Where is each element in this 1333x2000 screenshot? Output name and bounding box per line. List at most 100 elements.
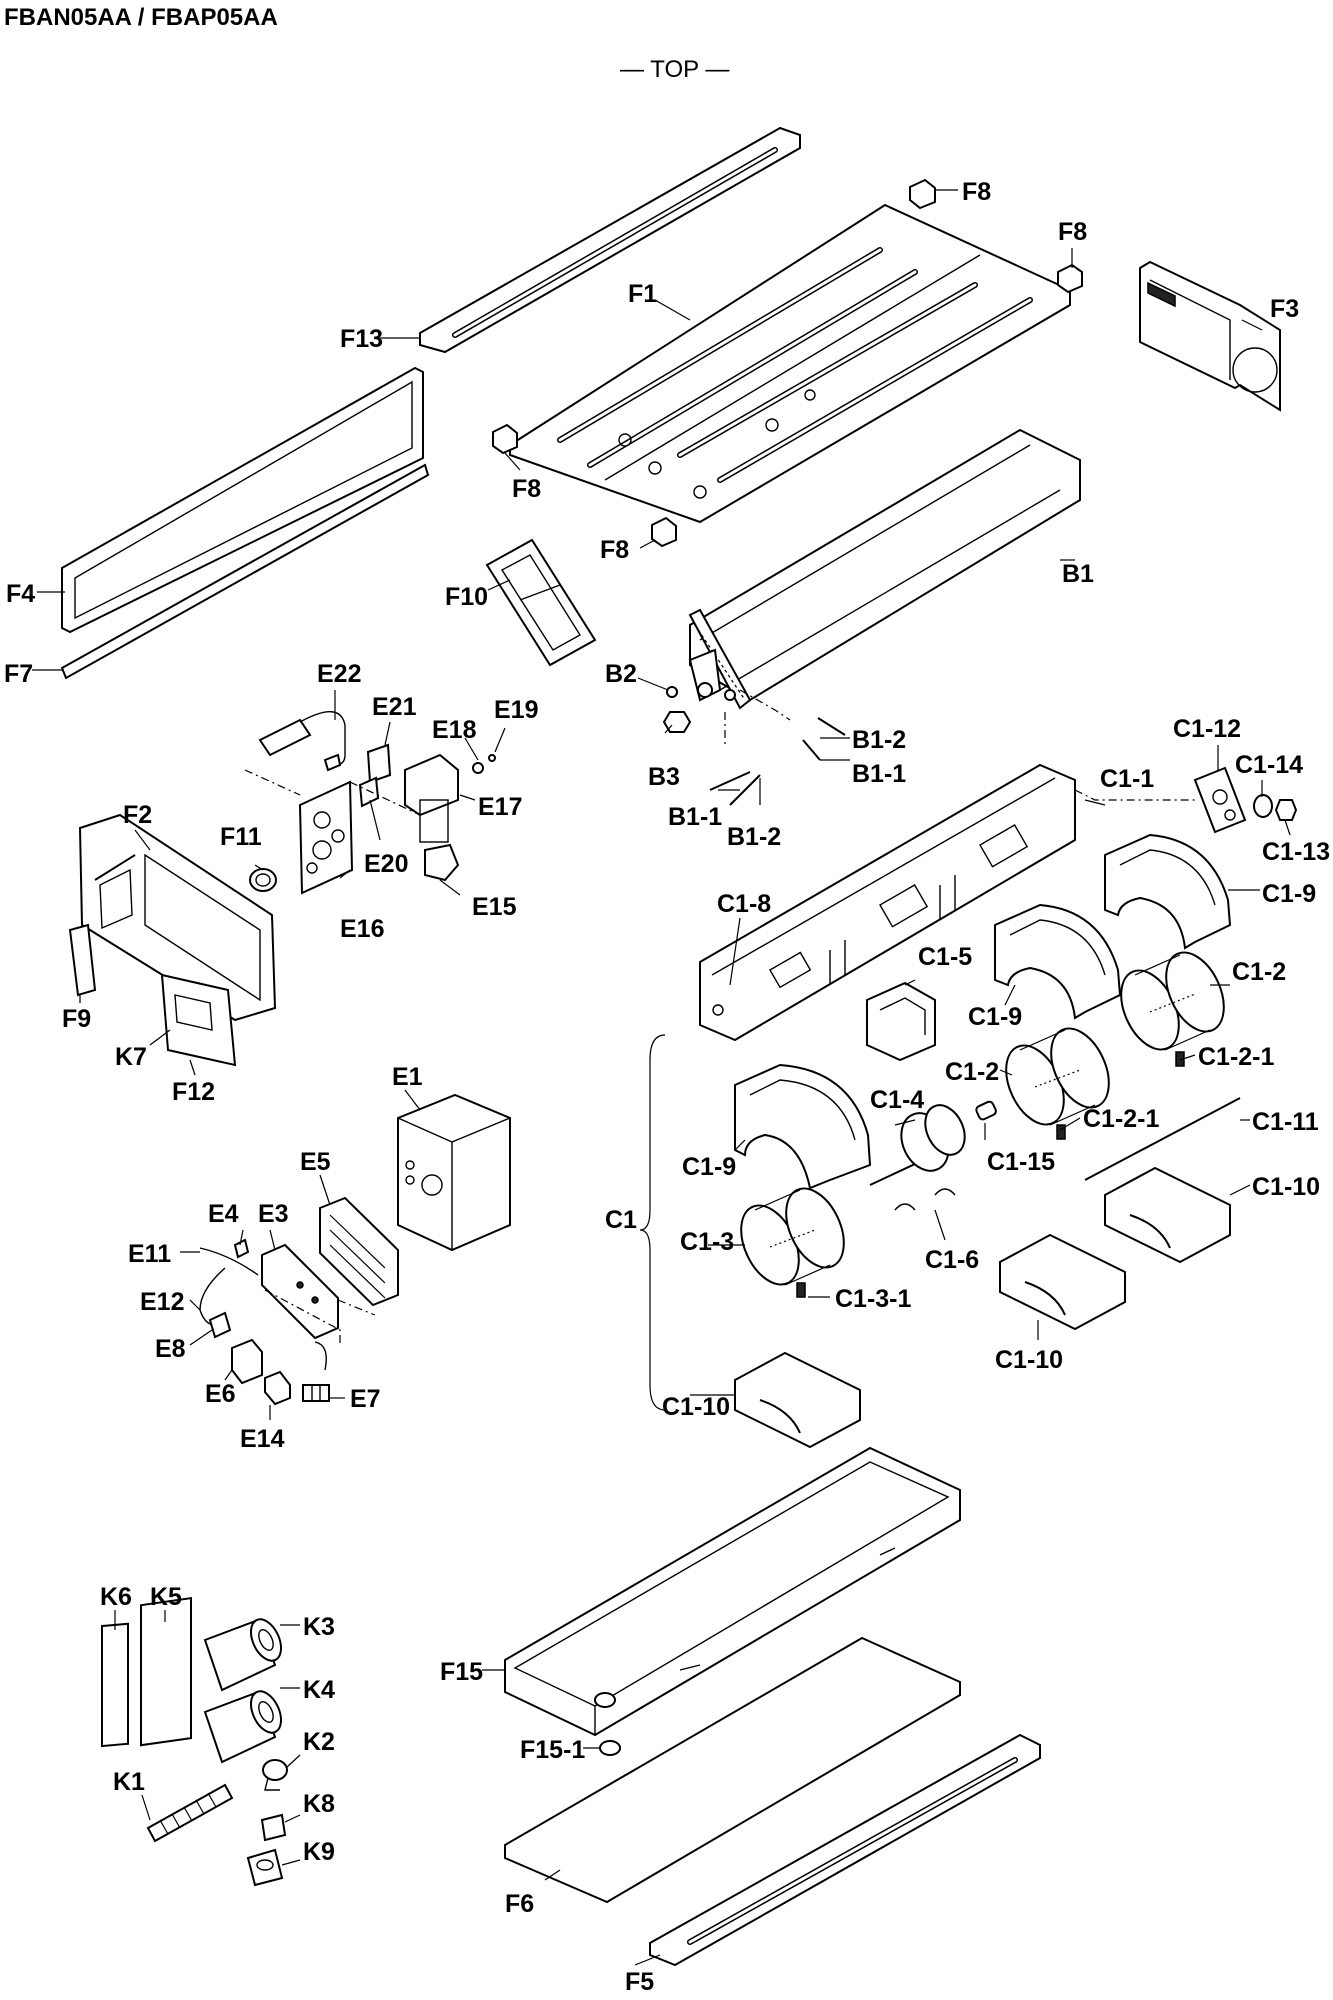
part-c1-6-clips — [894, 1188, 956, 1211]
view-label: — TOP — — [620, 56, 730, 83]
callout-f13: F13 — [340, 325, 383, 353]
part-c1-5-motor-bracket — [866, 981, 936, 1062]
callout-e20: E20 — [364, 850, 408, 878]
part-e16-plate — [298, 780, 354, 895]
callout-c1-9: C1-9 — [682, 1153, 736, 1181]
part-f9-plate — [68, 923, 97, 997]
part-e14-relay — [264, 1370, 291, 1406]
part-f7-strip — [60, 463, 430, 680]
part-f15-1-grommet — [599, 1740, 621, 1756]
callout-e4: E4 — [208, 1200, 239, 1228]
callout-b1-2: B1-2 — [852, 726, 906, 754]
callout-c1-1: C1-1 — [1100, 765, 1154, 793]
callout-c1-3: C1-3 — [680, 1228, 734, 1256]
part-c1-10-bracket-lower — [734, 1351, 861, 1449]
part-b1-sensors — [709, 689, 846, 806]
part-f2-side-frame — [78, 813, 277, 1022]
callout-f4: F4 — [6, 580, 35, 608]
callout-f3: F3 — [1270, 295, 1299, 323]
callout-f15-1: F15-1 — [520, 1736, 585, 1764]
callout-k7: K7 — [115, 1043, 147, 1071]
part-k6-pad — [101, 1622, 129, 1748]
callout-c1-4: C1-4 — [870, 1086, 924, 1114]
callout-e7: E7 — [350, 1385, 381, 1413]
part-e7-terminal-block — [302, 1341, 330, 1402]
callout-c1: C1 — [605, 1206, 637, 1234]
part-e8-connector — [208, 1311, 232, 1339]
callout-e17: E17 — [478, 793, 522, 821]
callout-b2: B2 — [605, 660, 637, 688]
part-f8-bracket — [492, 178, 1083, 548]
part-e22-pipe — [258, 711, 346, 772]
part-c1-10-bracket-upper — [1104, 1166, 1231, 1264]
callout-f12: F12 — [172, 1078, 215, 1106]
part-c1-11-shaft — [1084, 1097, 1241, 1181]
part-c1-9-scroll-upper — [1104, 833, 1232, 950]
part-f11-grommet — [249, 868, 277, 892]
callout-c1-3-1: C1-3-1 — [835, 1285, 912, 1313]
part-k4-tube — [203, 1690, 283, 1764]
callout-c1-14: C1-14 — [1235, 751, 1303, 779]
callout-e5: E5 — [300, 1148, 331, 1176]
callout-e18: E18 — [432, 716, 477, 744]
callout-c1-10: C1-10 — [1252, 1173, 1320, 1201]
callout-c1-6: C1-6 — [925, 1246, 979, 1274]
part-f12-plate — [160, 973, 237, 1067]
callout-e16: E16 — [340, 915, 384, 943]
callout-f9: F9 — [62, 1005, 91, 1033]
callout-c1-11: C1-11 — [1252, 1108, 1319, 1136]
part-c1-2-blower-wheel-upper — [1120, 951, 1225, 1067]
part-f10-bracket — [485, 538, 597, 667]
part-c1-4-motor — [869, 1104, 966, 1186]
part-k5-pad — [140, 1597, 192, 1747]
part-f5-bottom-rail — [649, 1733, 1041, 1967]
callout-f8: F8 — [600, 536, 629, 564]
callout-e19: E19 — [494, 696, 538, 724]
callout-b1-1: B1-1 — [852, 760, 906, 788]
part-c1-9-scroll-lower — [734, 1063, 872, 1190]
part-k9-fitting — [246, 1848, 284, 1887]
callout-b3: B3 — [648, 763, 680, 791]
callout-k5: K5 — [150, 1583, 182, 1611]
callout-k3: K3 — [303, 1613, 335, 1641]
callout-f1: F1 — [628, 280, 657, 308]
callout-c1-2-1: C1-2-1 — [1198, 1043, 1275, 1071]
c1-group-brace — [639, 1034, 666, 1411]
callout-c1-5: C1-5 — [918, 943, 972, 971]
part-e3-board — [261, 1243, 339, 1340]
callout-f10: F10 — [445, 583, 488, 611]
part-c1-1-housing-rail — [699, 763, 1195, 1042]
callout-b1-1: B1-1 — [668, 803, 722, 831]
part-c1-12-plate — [1193, 766, 1247, 834]
callout-e3: E3 — [258, 1200, 289, 1228]
leader-lines — [32, 189, 1291, 1966]
part-k1-drain-hose — [146, 1783, 234, 1843]
callout-e15: E15 — [472, 893, 517, 921]
callout-k4: K4 — [303, 1676, 335, 1704]
part-f6-bottom-panel — [504, 1636, 961, 1904]
callout-k9: K9 — [303, 1838, 335, 1866]
callout-c1-2: C1-2 — [1232, 958, 1286, 986]
part-c1-2-blower-wheel-lower — [1005, 1027, 1110, 1140]
callout-c1-8: C1-8 — [717, 890, 771, 918]
part-c1-10-bracket-middle — [999, 1233, 1126, 1331]
part-c1-14-c1-13 — [1253, 794, 1298, 821]
part-b1-coil — [688, 428, 1081, 710]
part-b2-b3-nuts — [662, 686, 692, 733]
callout-f6: F6 — [505, 1890, 534, 1918]
diagram-title: FBAN05AA / FBAP05AA — [4, 4, 278, 31]
callout-c1-10: C1-10 — [995, 1346, 1063, 1374]
callout-c1-13: C1-13 — [1262, 838, 1330, 866]
callout-c1-12: C1-12 — [1173, 715, 1241, 743]
callout-b1: B1 — [1062, 560, 1094, 588]
callout-c1-15: C1-15 — [987, 1148, 1055, 1176]
callout-f15: F15 — [440, 1658, 483, 1686]
callout-f8: F8 — [1058, 218, 1087, 246]
part-c1-9-scroll-middle — [994, 903, 1122, 1020]
part-k8-fitting — [260, 1813, 287, 1842]
callout-e12: E12 — [140, 1288, 184, 1316]
callout-c1-10: C1-10 — [662, 1393, 730, 1421]
callout-c1-9: C1-9 — [1262, 880, 1316, 908]
callout-e1: E1 — [392, 1063, 423, 1091]
